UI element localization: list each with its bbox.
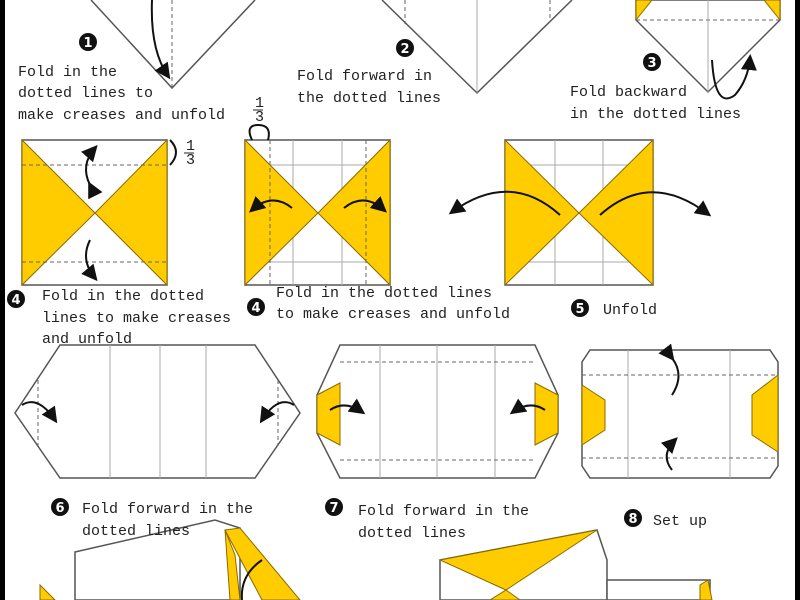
- step-number: 7: [329, 501, 338, 516]
- step-10-figure: [438, 529, 713, 600]
- step-7-label: 7 Fold forward in the dotted lines: [325, 498, 529, 542]
- step-number-badge: [79, 33, 97, 51]
- fraction-marker-right: 1 3: [184, 138, 195, 169]
- instruction-text: Fold in the: [18, 64, 117, 81]
- step-3-figure: [635, 0, 781, 100]
- step-number-badge: [643, 53, 661, 71]
- instruction-text: Fold in the dotted lines: [276, 285, 492, 302]
- step-5-figure: [448, 138, 712, 287]
- step-number-badge: [7, 290, 25, 308]
- step-2-label: 2 Fold forward in the dotted lines: [297, 39, 441, 107]
- step-number: 1: [83, 36, 92, 51]
- step-8-label: 8 Set up: [624, 509, 707, 530]
- page-background: [5, 0, 795, 600]
- instruction-text: and unfold: [42, 331, 132, 348]
- step-6-figure: [14, 344, 301, 479]
- instruction-text: Fold forward in the: [358, 503, 529, 520]
- instruction-text: Unfold: [603, 302, 657, 319]
- instruction-text: in the dotted lines: [570, 106, 741, 123]
- step-number: 2: [400, 42, 409, 57]
- fold-arrow-icon: [150, 0, 171, 80]
- step-7-figure: [316, 344, 559, 479]
- instruction-text: dotted lines: [358, 525, 466, 542]
- instruction-text: 3: [186, 152, 195, 169]
- step-number-badge: [51, 498, 69, 516]
- step-number: 5: [575, 302, 584, 317]
- instruction-text: Set up: [653, 513, 707, 530]
- step-3-label: 3 Fold backward in the dotted lines: [570, 53, 741, 123]
- step-number-badge: [247, 298, 265, 316]
- step-number-badge: [396, 39, 414, 57]
- step-4a-label: 4 Fold in the dotted lines to make creas…: [7, 288, 231, 348]
- step-number: 3: [647, 56, 656, 71]
- step-4a-figure: [21, 138, 177, 287]
- instruction-text: make creases and unfold: [18, 107, 225, 124]
- step-8-figure: [581, 343, 779, 479]
- instruction-text: Fold forward in the: [82, 501, 253, 518]
- instruction-text: 1: [255, 95, 264, 112]
- instruction-text: dotted lines: [82, 523, 190, 540]
- step-number: 8: [628, 512, 637, 527]
- step-6-label: 6 Fold forward in the dotted lines: [51, 498, 253, 540]
- instruction-text: 1: [186, 138, 195, 155]
- instruction-text: Fold forward in: [297, 68, 432, 85]
- step-number: 4: [251, 301, 260, 316]
- instruction-text: lines to make creases: [42, 310, 231, 327]
- step-number: 6: [55, 501, 64, 516]
- step-4b-label: 4 Fold in the dotted lines to make creas…: [247, 285, 510, 323]
- step-number-badge: [325, 498, 343, 516]
- instruction-text: dotted lines to: [18, 85, 153, 102]
- step-1-figure: [90, 0, 256, 90]
- instruction-text: Fold backward: [570, 84, 687, 101]
- one-third-bracket-icon: [169, 139, 177, 166]
- step-1-label: 1 Fold in the dotted lines to make creas…: [18, 33, 225, 124]
- fold-back-arrow-icon: [711, 54, 757, 100]
- instruction-text: to make creases and unfold: [276, 306, 510, 323]
- step-2-figure: [381, 0, 573, 95]
- step-5-label: 5 Unfold: [571, 299, 657, 319]
- step-number-badge: [624, 509, 642, 527]
- fraction-marker-top: 1 3: [253, 95, 264, 126]
- instruction-text: 3: [255, 109, 264, 126]
- step-number: 4: [11, 293, 20, 308]
- step-4b-figure: [244, 123, 391, 287]
- instruction-text: the dotted lines: [297, 90, 441, 107]
- instruction-text: Fold in the dotted: [42, 288, 204, 305]
- step-number-badge: [571, 299, 589, 317]
- step-9-figure: [39, 519, 301, 600]
